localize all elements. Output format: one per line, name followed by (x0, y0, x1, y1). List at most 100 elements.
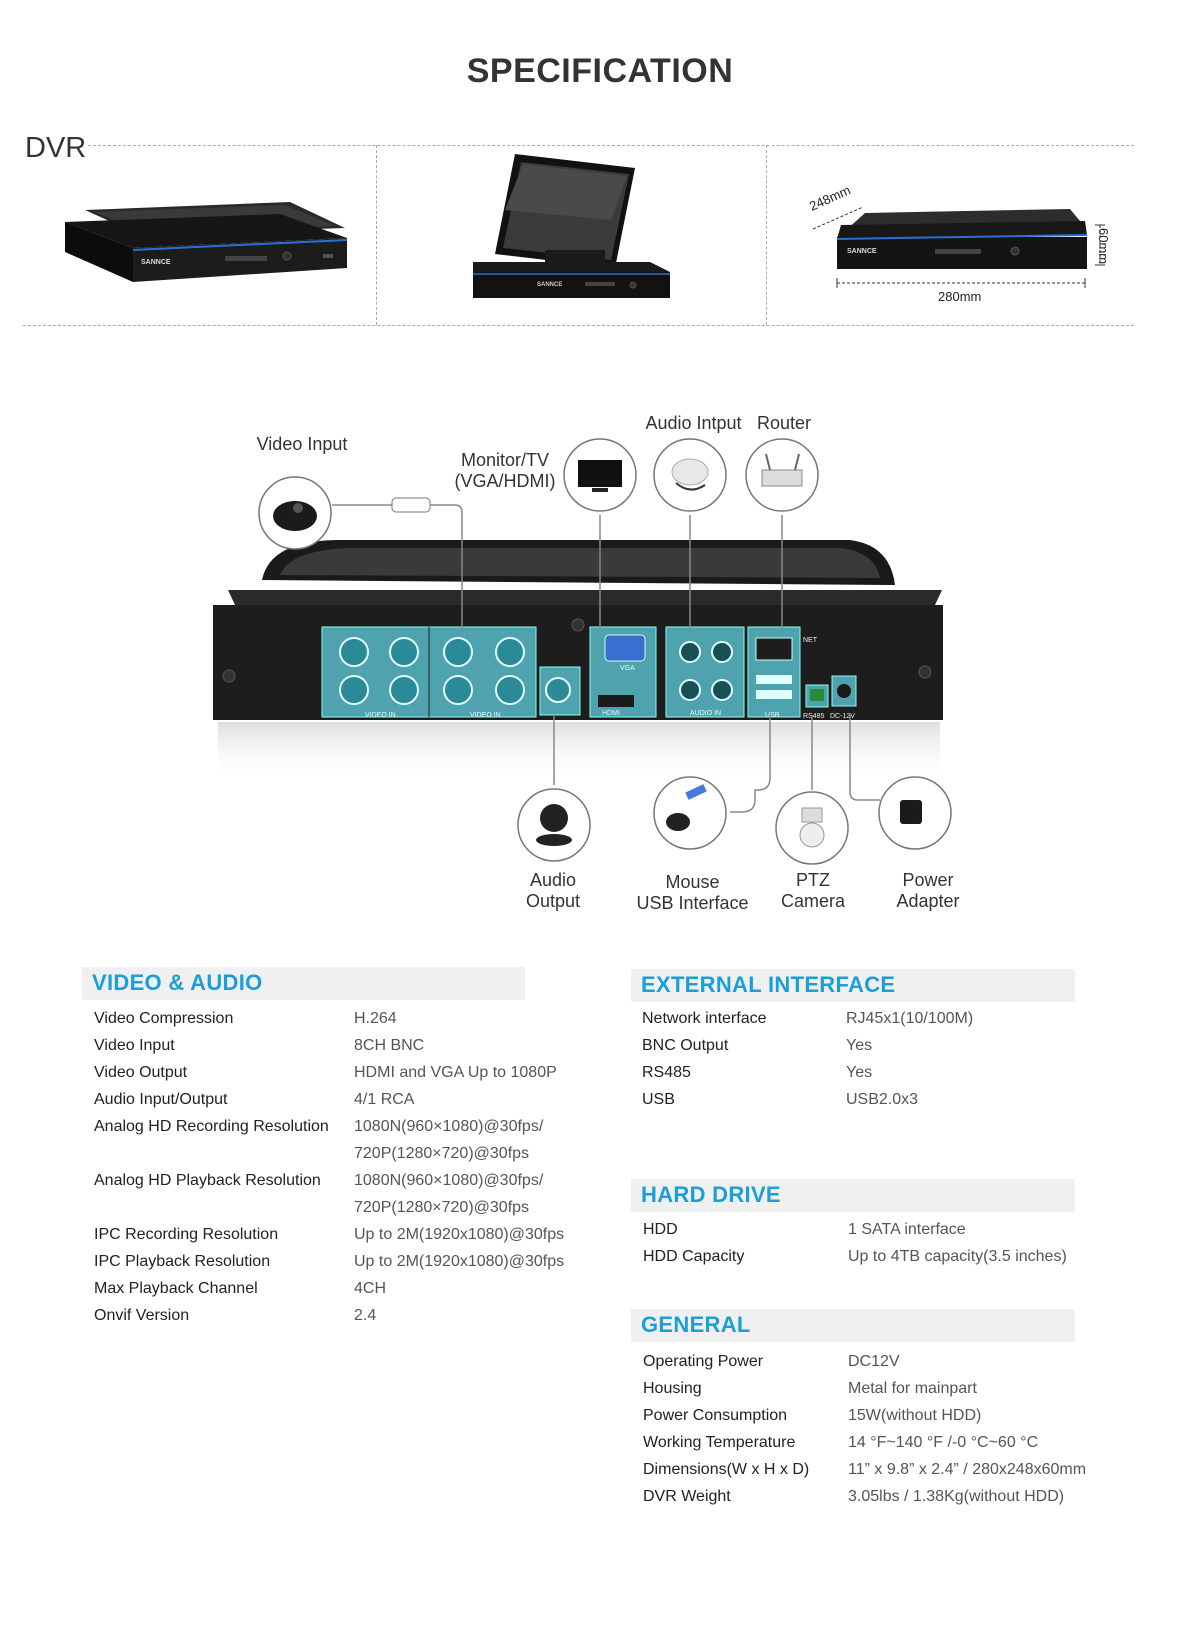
spec-label: Network interface (642, 1010, 767, 1027)
spec-label: RS485 (642, 1064, 691, 1081)
spec-row: IPC Recording Resolution Up to 2M(1920x10… (94, 1221, 594, 1248)
spec-label: Max Playback Channel (94, 1280, 258, 1297)
spec-label: Video Output (94, 1064, 188, 1081)
spec-label: Onvif Version (94, 1307, 190, 1324)
audio-in-label: AUDIO IN (690, 710, 721, 717)
label-monitor-line2: (VGA/HDMI) (454, 471, 556, 491)
spec-row: HDD 1 SATA interface (643, 1216, 1143, 1243)
monitor-icon (578, 460, 622, 487)
rs485-label: RS485 (803, 713, 825, 720)
general-heading: GENERAL (641, 1312, 751, 1337)
usb-drive-icon (685, 784, 707, 800)
spec-value: Yes (846, 1064, 873, 1081)
spec-label: BNC Output (642, 1037, 729, 1054)
connection-diagram: VIDEO IN VIDEO IN VGA HDMI AUDIO IN NET … (213, 438, 952, 865)
spec-row: RS485 Yes (642, 1059, 1142, 1086)
spec-row: Video Output HDMI and VGA Up to 1080P (94, 1059, 594, 1086)
net-label: NET (803, 637, 818, 644)
hdmi-label: HDMI (602, 710, 620, 717)
spec-value: Up to 4TB capacity(3.5 inches) (848, 1248, 1067, 1265)
dvr-top-divider (88, 145, 1134, 146)
dvr-width-dimension: 280mm (938, 289, 982, 304)
spec-row: Audio Input/Output 4/1 RCA (94, 1086, 594, 1113)
general-heading-bar: GENERAL (631, 1309, 1075, 1342)
label-ptz-line2: Camera (780, 891, 846, 911)
page-title: SPECIFICATION (466, 52, 734, 90)
spec-label: Power Consumption (643, 1407, 788, 1424)
spec-value: 1080N(960×1080)@30fps/ (354, 1172, 544, 1189)
video-in-label-1: VIDEO IN (365, 712, 396, 719)
spec-value: Up to 2M(1920x1080)@30fps (354, 1226, 565, 1243)
label-power-line2: Adapter (896, 891, 960, 911)
video-audio-heading: VIDEO & AUDIO (92, 970, 263, 995)
usb-label: USB (765, 712, 780, 719)
spec-value: Up to 2M(1920x1080)@30fps (354, 1253, 565, 1270)
spec-label: Video Input (94, 1037, 175, 1054)
video-audio-heading-bar: VIDEO & AUDIO (82, 967, 525, 1000)
spec-value: Yes (846, 1037, 873, 1054)
spec-value: 3.05lbs / 1.38Kg(without HDD) (848, 1488, 1065, 1505)
spec-value: 14 °F~140 °F /-0 °C~60 °C (848, 1434, 1039, 1451)
spec-row: Analog HD Recording Resolution 1080N(960×… (94, 1113, 594, 1167)
spec-value: 1 SATA interface (848, 1221, 966, 1238)
spec-row: HDD Capacity Up to 4TB capacity(3.5 inche… (643, 1243, 1143, 1270)
spec-row: DVR Weight 3.05lbs / 1.38Kg(without HDD) (643, 1483, 1183, 1510)
spec-label: Analog HD Playback Resolution (94, 1172, 321, 1189)
spec-label: Analog HD Recording Resolution (94, 1118, 329, 1135)
dvr-bottom-divider (23, 325, 1134, 326)
spec-label: Operating Power (643, 1353, 764, 1370)
spec-label: IPC Playback Resolution (94, 1253, 271, 1270)
dvr-closed-image: SANNCE (65, 202, 348, 282)
spec-value: 4CH (354, 1280, 387, 1297)
general-table: Operating Power DC12V Housing Metal for ma… (643, 1348, 1183, 1510)
microphone-icon (671, 458, 709, 486)
spec-row: Housing Metal for mainpart (643, 1375, 1183, 1402)
spec-row: USB USB2.0x3 (642, 1086, 1142, 1113)
dvr-column-divider-1 (376, 145, 377, 325)
spec-value: 1080N(960×1080)@30fps/ (354, 1118, 544, 1135)
label-router: Router (756, 413, 812, 433)
spec-value: Metal for mainpart (848, 1380, 977, 1397)
spec-label: USB (642, 1091, 675, 1108)
spec-value: HDMI and VGA Up to 1080P (354, 1064, 557, 1081)
spec-row: Operating Power DC12V (643, 1348, 1183, 1375)
spec-row: IPC Playback Resolution Up to 2M(1920x108… (94, 1248, 594, 1275)
video-in-label-2: VIDEO IN (470, 712, 501, 719)
spec-row: Analog HD Playback Resolution 1080N(960×1… (94, 1167, 594, 1221)
spec-value: H.264 (354, 1010, 397, 1027)
label-mouse-line1: Mouse (665, 872, 720, 892)
dvr-section-label: DVR (25, 132, 87, 164)
spec-value: 4/1 RCA (354, 1091, 415, 1108)
spec-label: DVR Weight (643, 1488, 731, 1505)
label-monitor-line1: Monitor/TV (460, 450, 550, 470)
label-video-input: Video Input (256, 434, 348, 454)
spec-label: IPC Recording Resolution (94, 1226, 279, 1243)
spec-label: HDD (643, 1221, 678, 1238)
speaker-icon (540, 804, 568, 832)
hard-drive-heading-bar: HARD DRIVE (631, 1179, 1075, 1212)
spec-value: 15W(without HDD) (848, 1407, 982, 1424)
spec-value: 11” x 9.8” x 2.4” / 280x248x60mm (848, 1461, 1087, 1478)
spec-label: Audio Input/Output (94, 1091, 228, 1108)
spec-row: Max Playback Channel 4CH (94, 1275, 594, 1302)
spec-value: USB2.0x3 (846, 1091, 919, 1108)
hard-drive-table: HDD 1 SATA interface HDD Capacity Up to 4T… (643, 1216, 1143, 1270)
ptz-camera-icon (799, 822, 825, 848)
dvr-column-divider-2 (766, 145, 767, 325)
spec-value: DC12V (848, 1353, 900, 1370)
dc12v-label: DC-12V (830, 713, 855, 720)
spec-label: Dimensions(W x H x D) (643, 1461, 810, 1478)
external-interface-heading-bar: EXTERNAL INTERFACE (631, 969, 1075, 1002)
dome-camera-icon (273, 501, 317, 531)
dvr-dim-brand-text: SANNCE (847, 248, 877, 255)
spec-label: Housing (643, 1380, 702, 1397)
spec-row: Dimensions(W x H x D) 11” x 9.8” x 2.4” /… (643, 1456, 1183, 1483)
spec-label: HDD Capacity (643, 1248, 745, 1265)
label-mouse-line2: USB Interface (636, 893, 749, 913)
